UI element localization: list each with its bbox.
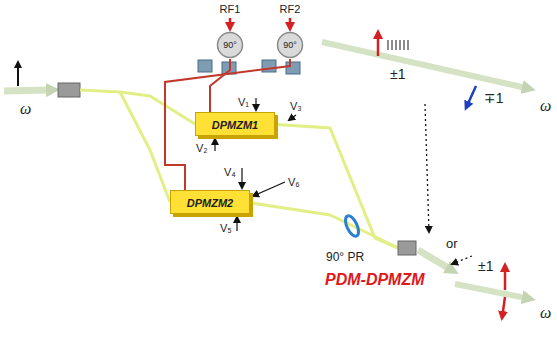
hatch-mark — [391, 40, 393, 50]
bias-arrow — [241, 168, 242, 188]
hybrid-coupler: RF190° — [216, 31, 244, 59]
sideband-arrow — [377, 32, 380, 56]
hatch-mark — [407, 40, 409, 50]
rf-label: RF1 — [220, 3, 241, 15]
output-connector — [398, 241, 416, 255]
sideband-order: ±1 — [390, 66, 405, 82]
bias-voltage-label: V₁ — [238, 96, 249, 108]
frequency-symbol: ω — [20, 100, 31, 118]
rotator-label: 90° PR — [326, 250, 364, 264]
bias-arrow — [255, 98, 256, 110]
hatch-marks — [388, 40, 408, 50]
hybrid-coupler: RF290° — [276, 31, 304, 59]
sideband-order: ∓1 — [484, 90, 504, 106]
output-beam — [418, 250, 450, 269]
rf-input-arrow — [229, 18, 232, 29]
chip-plate-shape — [45, 40, 450, 345]
modulator-label: DPMZM2 — [171, 191, 249, 215]
frequency-symbol: ω — [540, 97, 551, 115]
bias-voltage-label: V₆ — [288, 176, 300, 188]
sideband-arrow — [504, 265, 507, 290]
waveguide — [120, 92, 170, 202]
input-beam — [4, 90, 50, 91]
modulator-box: DPMZM1 — [195, 112, 275, 136]
dotted-arrow — [425, 104, 429, 232]
polarization-arrow — [17, 62, 19, 86]
rf-pad — [286, 62, 300, 74]
sideband-arrow — [466, 86, 476, 108]
bias-arrow — [253, 182, 285, 196]
bias-voltage-label: V₅ — [220, 222, 232, 234]
chip-title: PDM-DPMZM — [325, 271, 425, 289]
frequency-axis — [322, 42, 526, 88]
rf-pad — [198, 60, 212, 72]
waveguide — [270, 124, 398, 248]
bias-arrow — [289, 115, 296, 120]
hatch-mark — [395, 40, 397, 50]
hatch-mark — [399, 40, 401, 50]
phase-label: 90° — [216, 31, 244, 59]
modulator-label: DPMZM1 — [196, 113, 274, 137]
bias-voltage-label: V₄ — [224, 166, 236, 178]
sideband-arrow — [502, 297, 505, 318]
chip-plate: PDM-DPMZM DPMZM1DPMZM2 — [40, 35, 455, 350]
waveguide — [245, 202, 398, 248]
hatch-mark — [387, 40, 389, 50]
rf-label: RF2 — [280, 3, 301, 15]
frequency-symbol: ω — [540, 304, 551, 322]
bias-arrow — [214, 139, 215, 151]
hatch-mark — [403, 40, 405, 50]
sideband-order: ±1 — [478, 258, 493, 274]
rf-wire — [210, 59, 230, 112]
bias-arrow — [236, 217, 237, 231]
rf-wire — [165, 59, 290, 190]
rf-input-arrow — [289, 18, 292, 29]
input-connector — [58, 83, 80, 97]
bias-voltage-label: V₂ — [196, 142, 208, 154]
phase-label: 90° — [276, 31, 304, 59]
polarization-rotator — [343, 214, 361, 238]
modulator-box: DPMZM2 — [170, 190, 250, 214]
waveguide — [80, 90, 195, 124]
bias-voltage-label: V₃ — [290, 100, 302, 112]
frequency-axis — [455, 284, 526, 298]
dotted-arrow — [452, 256, 472, 264]
or-note: or — [446, 236, 458, 251]
